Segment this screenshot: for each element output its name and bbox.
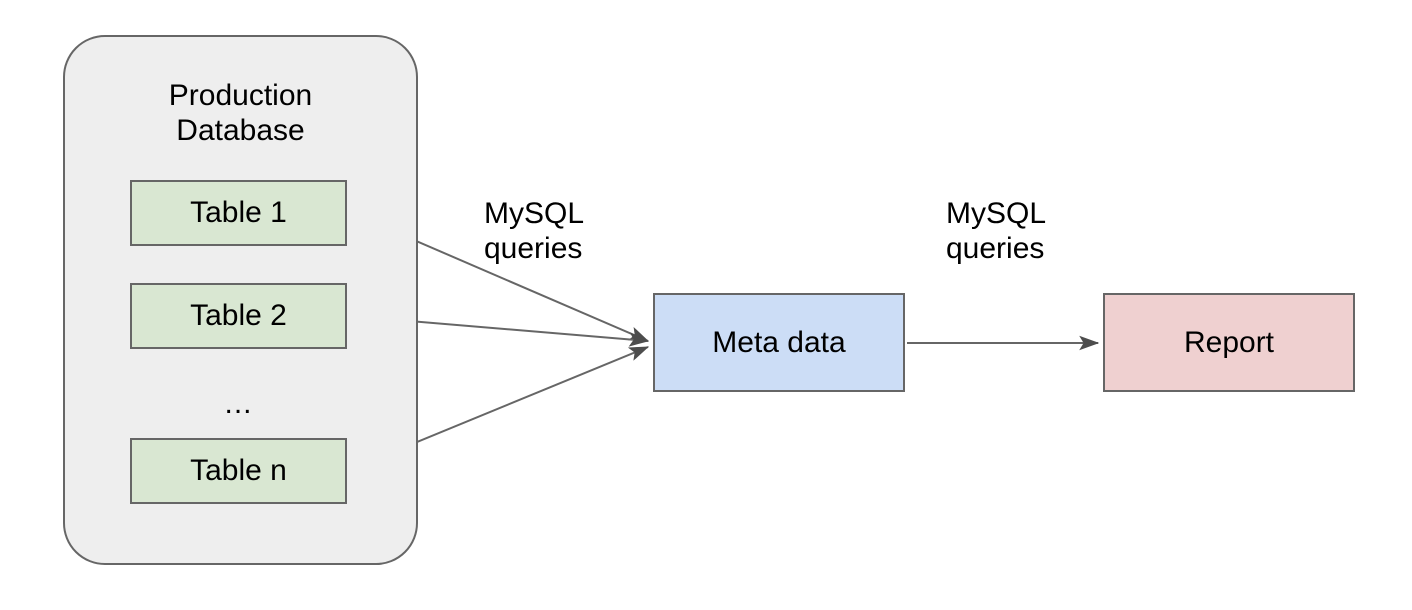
report-label: Report bbox=[1183, 325, 1275, 359]
meta-data-label: Meta data bbox=[712, 325, 846, 359]
production-database-label: Production Database bbox=[168, 79, 313, 148]
table-2-label: Table 2 bbox=[190, 299, 287, 332]
table-n-node[interactable]: Table n bbox=[130, 438, 347, 504]
edge-label-tables-to-meta: MySQL queries bbox=[484, 197, 585, 266]
report-node[interactable]: Report bbox=[1103, 293, 1355, 392]
table-1-node[interactable]: Table 1 bbox=[130, 180, 347, 246]
meta-data-node[interactable]: Meta data bbox=[653, 293, 905, 392]
table-1-label: Table 1 bbox=[190, 196, 287, 229]
tables-ellipsis: ... bbox=[224, 387, 253, 420]
table-n-label: Table n bbox=[190, 454, 287, 487]
table-2-node[interactable]: Table 2 bbox=[130, 283, 347, 349]
edge-label-meta-to-report: MySQL queries bbox=[946, 197, 1047, 266]
